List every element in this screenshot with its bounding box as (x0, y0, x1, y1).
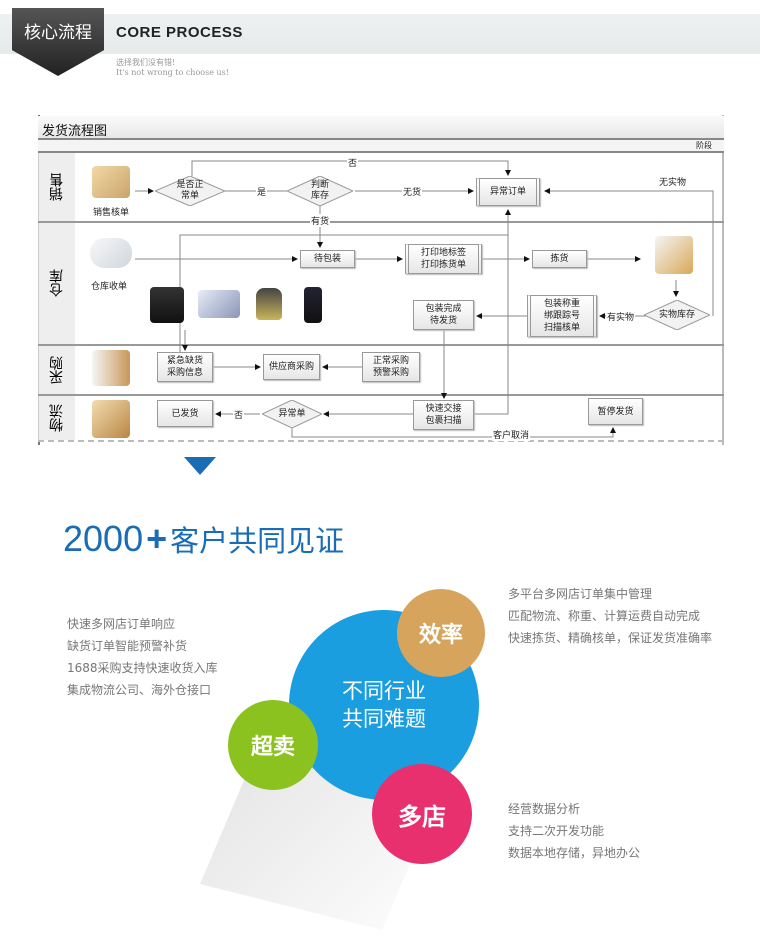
feature-item: 1688采购支持快速收货入库 (67, 661, 218, 675)
no-label: 否 (347, 156, 359, 169)
oversell-circle: 超卖 (228, 700, 318, 790)
abnormal-decision: 异常单 (262, 400, 322, 428)
feature-item: 支持二次开发功能 (508, 824, 605, 838)
customer-count: 2000 (63, 518, 144, 559)
supplier-purchase-box: 供应商采购 (263, 354, 320, 380)
purchaser-icon (92, 350, 130, 386)
judge-stock-decision: 判断库存 (287, 176, 353, 206)
lane-purchase: 采购 (38, 346, 724, 396)
scale-icon (198, 290, 240, 318)
pick-box: 拣货 (532, 250, 587, 268)
stage-label: 阶段 (38, 140, 724, 153)
sales-clerk-icon (92, 166, 130, 198)
handheld-pda-icon (304, 287, 322, 323)
decision-label: 判断库存 (310, 180, 329, 201)
decision-label: 异常单 (278, 408, 306, 419)
subtitle-en: It's not wrong to choose us! (116, 68, 229, 77)
shipped-box: 已发货 (157, 400, 213, 427)
flow-connectors (135, 160, 714, 438)
picking-cart-icon (655, 236, 693, 274)
plus-sign: + (146, 518, 168, 559)
right-bottom-feature-list: 经营数据分析 支持二次开发功能 数据本地存储，异地办公 (508, 798, 640, 864)
has-physical-label: 有实物 (606, 310, 636, 323)
packed-box: 包装完成 待发货 (413, 300, 474, 330)
handover-box: 快速交接 包裹扫描 (413, 400, 474, 430)
abnormal-order-box: 异常订单 (476, 178, 540, 206)
testimonial-heading: 2000+客户共同见证 (63, 518, 344, 560)
flowchart-title: 发货流程图 (38, 116, 724, 140)
no-stock-label: 无货 (402, 185, 423, 198)
pause-shipping-box: 暂停发货 (588, 398, 643, 425)
subtitle-cn: 选择我们没有错! (116, 58, 176, 67)
multistore-circle: 多店 (372, 764, 472, 864)
sales-actor-label: 销售核单 (92, 205, 131, 218)
feature-item: 数据本地存储，异地办公 (508, 846, 641, 860)
feature-item: 经营数据分析 (508, 802, 581, 816)
testimonial-title: 客户共同见证 (170, 526, 345, 558)
yes-label: 是 (256, 185, 268, 198)
feature-item: 匹配物流、称重、计算运费自动完成 (508, 609, 701, 623)
no-physical-label: 无实物 (658, 175, 688, 188)
down-arrow-icon (184, 457, 216, 475)
label-printer-icon (150, 287, 184, 323)
customer-cancel-label: 客户取消 (492, 428, 531, 441)
feature-item: 集成物流公司、海外仓接口 (67, 683, 212, 697)
to-pack-box: 待包装 (300, 250, 355, 268)
feature-item: 多平台多网店订单集中管理 (508, 587, 653, 601)
left-feature-list: 快速多网店订单响应 缺货订单智能预警补货 1688采购支持快速收货入库 集成物流… (67, 613, 218, 701)
right-top-feature-list: 多平台多网店订单集中管理 匹配物流、称重、计算运费自动完成 快速拣货、精确核单，… (508, 583, 712, 649)
lane-warehouse: 仓库 (38, 223, 724, 346)
feature-item: 快速拣货、精确核单，保证发货准确率 (508, 631, 713, 645)
warehouse-actor-label: 仓库收单 (90, 279, 129, 292)
warehouse-clerk-icon (90, 238, 132, 268)
lane-sales: 销售 (38, 153, 724, 223)
barcode-scanner-icon (256, 288, 282, 320)
feature-item: 快速多网店订单响应 (67, 617, 176, 631)
lane-logistics: 物流 (38, 396, 724, 442)
in-stock-label: 有货 (310, 214, 331, 227)
urgent-purchase-box: 紧急缺货 采购信息 (157, 352, 213, 382)
weigh-scan-box: 包装称重 绑跟踪号 扫描核单 (527, 295, 597, 337)
is-normal-decision: 是否正常单 (155, 176, 225, 206)
normal-purchase-box: 正常采购 预警采购 (362, 352, 420, 382)
section-title: CORE PROCESS (116, 24, 243, 41)
physical-stock-decision: 实物库存 (644, 300, 710, 330)
logistics-icon (92, 400, 130, 438)
print-labels-box: 打印地标签 打印拣货单 (405, 244, 482, 274)
decision-label: 实物库存 (658, 309, 695, 320)
section-header-bar (0, 14, 760, 54)
feature-item: 缺货订单智能预警补货 (67, 639, 188, 653)
decision-label: 是否正常单 (176, 180, 204, 201)
efficiency-circle: 效率 (397, 589, 485, 677)
no-label: 否 (233, 408, 245, 421)
